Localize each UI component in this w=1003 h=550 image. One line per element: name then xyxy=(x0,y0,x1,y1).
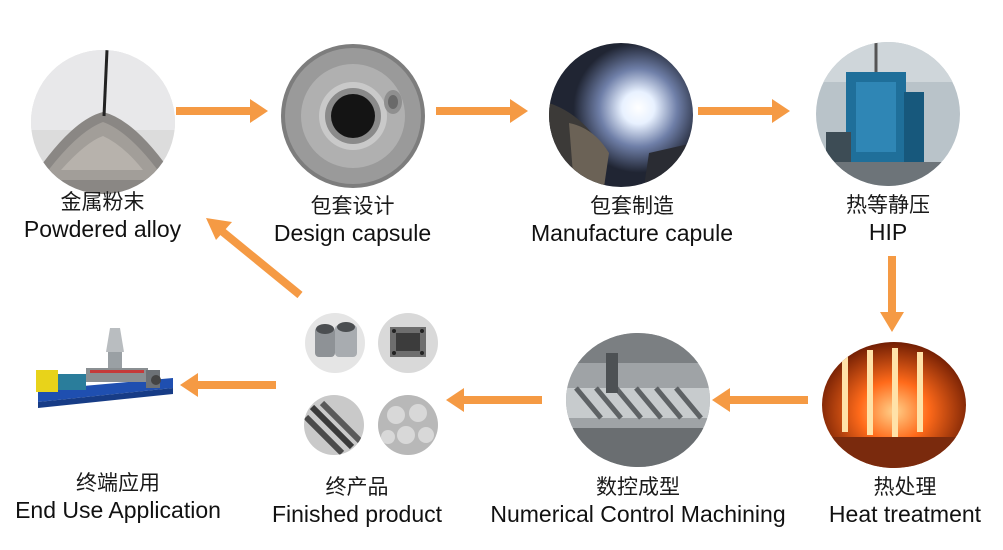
finished-product-image-1 xyxy=(305,313,365,373)
step-label-en: Design capsule xyxy=(273,220,432,246)
arrow-right-icon xyxy=(176,99,268,123)
finished-product-image-3 xyxy=(304,395,364,455)
step-label-en: Manufacture capule xyxy=(530,220,733,246)
step-label-zh: 热处理 xyxy=(873,475,937,499)
step-label-en: Numerical Control Machining xyxy=(490,501,786,527)
step-label-en: End Use Application xyxy=(15,497,221,523)
step-label-zh: 热等静压 xyxy=(846,193,930,217)
extruder-machine-image xyxy=(28,318,178,418)
step-label-en: HIP xyxy=(868,219,908,245)
finished-product-image-2 xyxy=(378,313,438,373)
arrow-right-icon xyxy=(698,99,790,123)
step-label-en: Heat treatment xyxy=(828,501,982,527)
finished-product-image-4 xyxy=(378,395,438,455)
step-label-zh: 终端应用 xyxy=(76,471,160,495)
step-label-zh: 包套制造 xyxy=(590,194,674,218)
arrow-left-icon xyxy=(712,388,808,412)
step-label-en: Powdered alloy xyxy=(23,216,182,242)
hip-equipment-image xyxy=(816,42,960,186)
cnc-machining-image xyxy=(566,333,710,467)
arrow-right-icon xyxy=(436,99,528,123)
arrow-down-icon xyxy=(880,256,904,332)
arrow-left-icon xyxy=(180,373,276,397)
arrow-left-icon xyxy=(446,388,542,412)
step-label-en: Finished product xyxy=(271,501,443,527)
arrow-diagonal-icon xyxy=(206,218,303,299)
step-label-zh: 终产品 xyxy=(325,475,389,499)
welding-image xyxy=(549,43,693,187)
step-label-zh: 数控成型 xyxy=(596,475,680,499)
design-capsule-image xyxy=(281,44,425,188)
step-label-zh: 金属粉末 xyxy=(60,190,145,214)
step-label-zh: 包套设计 xyxy=(310,194,395,218)
